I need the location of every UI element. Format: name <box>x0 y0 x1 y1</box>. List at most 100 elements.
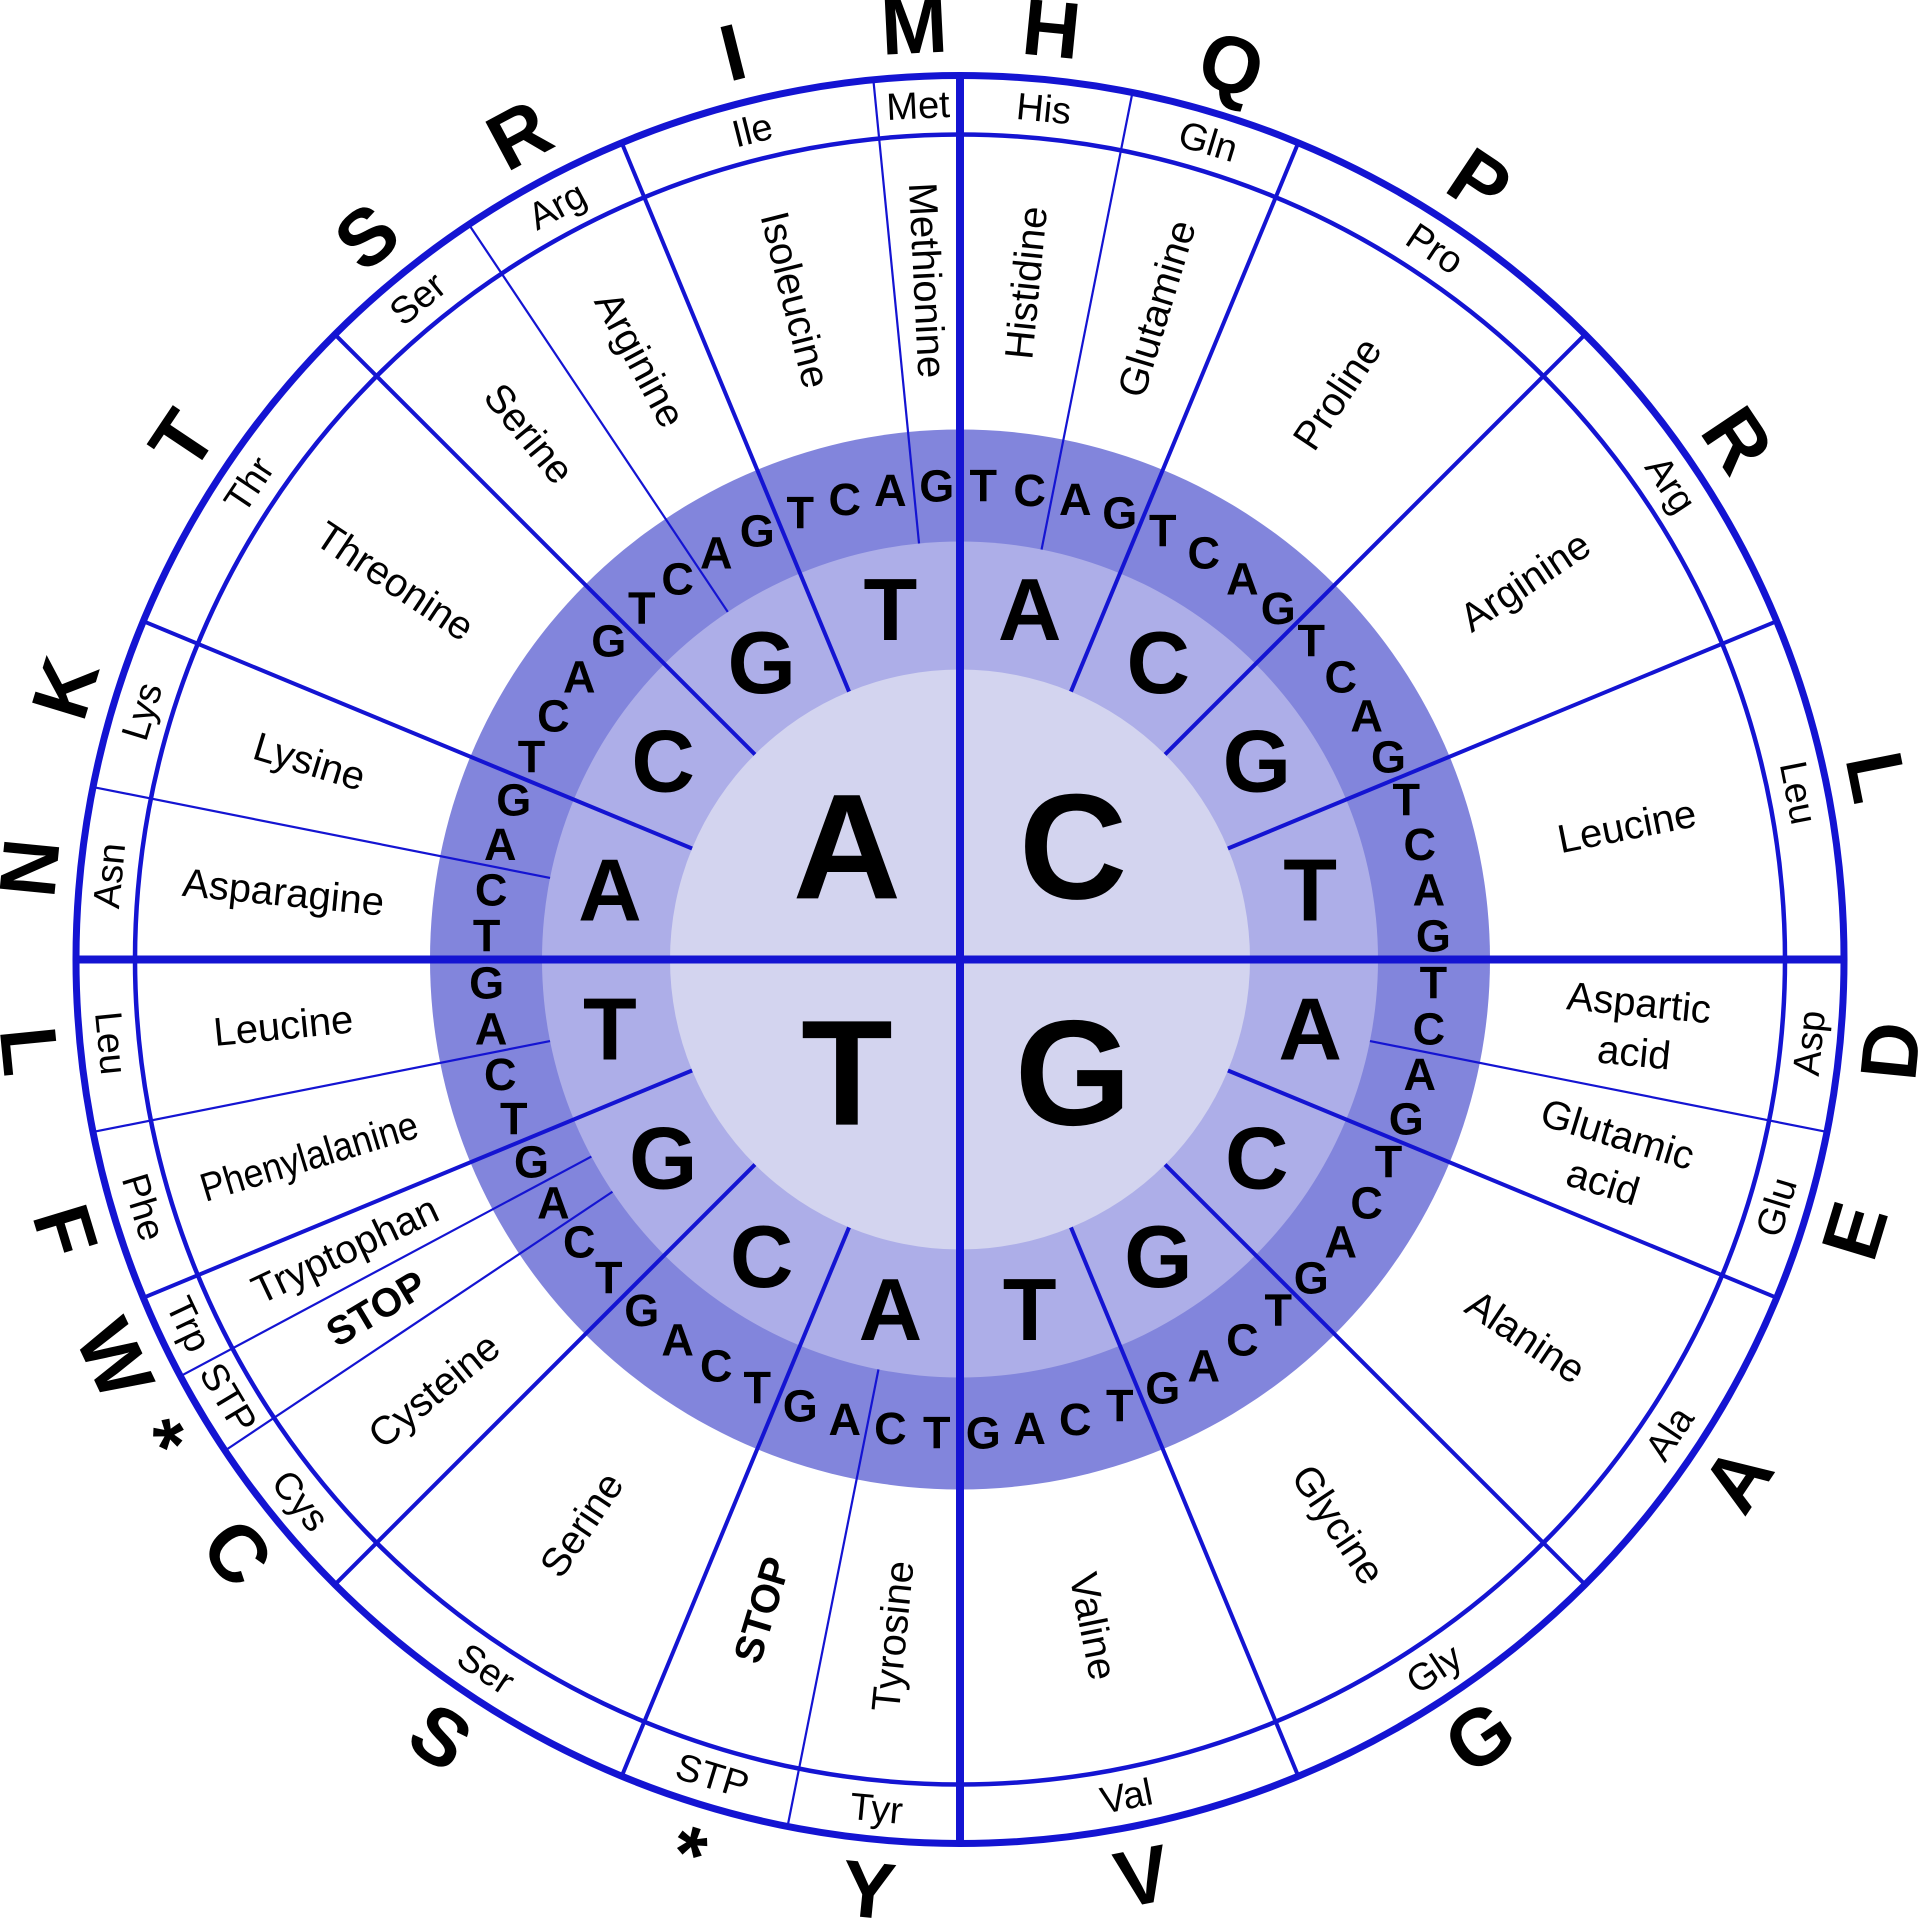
amino-boundary-line <box>786 1369 880 1827</box>
third-base-letter-G: G <box>591 616 626 667</box>
outer-letter-T-20: T <box>132 395 233 485</box>
third-base-letter-C: C <box>1013 465 1046 516</box>
third-base-letter-T: T <box>628 583 656 634</box>
first-base-letter-A: A <box>793 762 901 930</box>
third-base-letter-T: T <box>923 1407 951 1458</box>
third-base-letter-G: G <box>1102 488 1137 539</box>
third-base-letter-C: C <box>537 690 570 741</box>
third-base-letter-G: G <box>783 1380 818 1431</box>
amino-boundary-line <box>224 1190 614 1452</box>
third-base-letter-C: C <box>700 1341 733 1392</box>
third-base-letter-G: G <box>496 774 531 825</box>
first-base-letter-C: C <box>1019 762 1127 930</box>
outer-letter-Q-1: Q <box>1189 13 1274 116</box>
third-base-letter-C: C <box>1413 1004 1446 1055</box>
third-base-letter-G: G <box>514 1137 549 1188</box>
second-base-letter-G: G <box>727 613 795 712</box>
third-base-letter-T: T <box>518 731 546 782</box>
third-base-letter-A: A <box>563 652 596 703</box>
third-base-letter-C: C <box>563 1216 596 1267</box>
second-base-letter-A: A <box>578 840 642 939</box>
outer-letter-stop-asterisk-11: * <box>661 1807 717 1901</box>
second-base-boundary-line <box>1227 619 1778 851</box>
second-base-boundary-line <box>619 142 851 693</box>
third-base-letter-T: T <box>787 488 815 539</box>
amino-boundary-line <box>467 223 729 613</box>
third-base-letter-T: T <box>1149 506 1177 557</box>
third-base-letter-A: A <box>484 819 517 870</box>
outer-letter-Y-10: Y <box>837 1843 899 1919</box>
abbrev-Asn-18: Asn <box>86 841 134 910</box>
second-base-letter-T: T <box>1283 840 1337 939</box>
third-base-letter-T: T <box>595 1252 623 1303</box>
second-base-letter-T: T <box>864 560 918 659</box>
third-base-letter-T: T <box>1106 1380 1134 1431</box>
second-base-boundary-line <box>1069 142 1301 693</box>
outer-letter-L-4: L <box>1829 744 1920 809</box>
outer-circle <box>72 72 1848 1847</box>
first-base-letter-G: G <box>1015 989 1132 1157</box>
second-base-boundary-line <box>142 1068 693 1300</box>
third-base-letter-C: C <box>1059 1394 1092 1445</box>
second-base-boundary-line <box>619 1226 851 1777</box>
third-base-letter-G: G <box>966 1407 1001 1458</box>
amino-name-Met-24: Methionine <box>900 181 954 379</box>
third-base-letter-A: A <box>1187 1341 1220 1392</box>
amino-boundary-line <box>92 1039 551 1134</box>
third-base-letter-A: A <box>829 1394 862 1445</box>
second-base-letter-T: T <box>583 980 637 1079</box>
outer-letter-F-16: F <box>16 1195 115 1268</box>
third-base-letter-T: T <box>500 1094 528 1145</box>
amino-boundary-line <box>92 785 551 880</box>
outer-letter-N-18: N <box>0 835 77 901</box>
abbrev-Ile-23: Ile <box>728 106 777 156</box>
second-base-letter-G: G <box>629 1108 697 1207</box>
second-base-boundary-line <box>1227 1068 1778 1300</box>
third-base-letter-T: T <box>1420 957 1448 1008</box>
abbrev-His-0: His <box>1014 86 1073 133</box>
outer-letter-E-6: E <box>1804 1192 1905 1269</box>
second-base-letter-C: C <box>1225 1108 1289 1207</box>
third-base-letter-C: C <box>1404 819 1437 870</box>
third-base-letter-T: T <box>1297 616 1325 667</box>
second-base-letter-C: C <box>1127 613 1191 712</box>
second-base-letter-C: C <box>631 712 695 811</box>
first-base-letter-T: T <box>801 989 893 1157</box>
amino-boundary-line <box>1040 92 1134 550</box>
third-base-letter-T: T <box>1375 1137 1403 1188</box>
third-base-letter-A: A <box>1413 864 1446 915</box>
second-base-boundary-line <box>142 619 693 851</box>
second-base-boundary-line <box>1163 333 1587 756</box>
third-base-letter-C: C <box>475 864 508 915</box>
second-base-letter-T: T <box>1003 1260 1057 1359</box>
third-base-letter-G: G <box>1416 911 1451 962</box>
third-base-letter-C: C <box>1324 652 1357 703</box>
third-base-letter-G: G <box>1261 583 1296 634</box>
third-base-letter-G: G <box>740 506 775 557</box>
second-base-letter-A: A <box>1278 980 1342 1079</box>
second-base-letter-G: G <box>1223 712 1291 811</box>
abbrev-Tyr-10: Tyr <box>848 1786 905 1833</box>
outer-letter-V-9: V <box>1108 1828 1178 1919</box>
third-base-letter-A: A <box>1404 1049 1437 1100</box>
third-base-letter-G: G <box>1389 1094 1424 1145</box>
second-base-boundary-line <box>333 333 757 756</box>
third-base-letter-G: G <box>1145 1363 1180 1414</box>
amino-boundary-line <box>1369 1039 1828 1134</box>
third-base-letter-A: A <box>874 465 907 516</box>
third-base-letter-A: A <box>475 1004 508 1055</box>
third-base-letter-A: A <box>700 527 733 578</box>
third-base-letter-A: A <box>1226 553 1259 604</box>
third-base-letter-C: C <box>874 1403 907 1454</box>
outer-letter-L-17: L <box>0 1022 76 1079</box>
third-base-letter-C: C <box>829 474 862 525</box>
outer-letter-H-0: H <box>1018 0 1084 76</box>
third-base-letter-A: A <box>1324 1216 1357 1267</box>
second-base-boundary-line <box>1069 1226 1301 1777</box>
third-base-letter-G: G <box>919 461 954 512</box>
outer-letter-K-19: K <box>14 647 116 728</box>
abbrev-Met-24: Met <box>885 84 951 129</box>
third-base-letter-A: A <box>661 1315 694 1366</box>
